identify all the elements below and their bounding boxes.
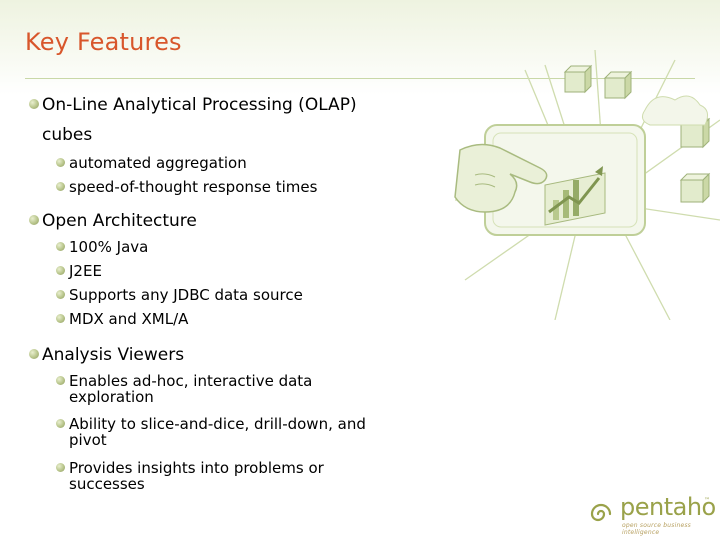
- hand-icon: [454, 143, 548, 213]
- list-item: Supports any JDBC data source: [69, 286, 303, 304]
- list-item: speed-of-thought response times: [69, 178, 318, 196]
- bullet-icon: [56, 463, 65, 472]
- bullet-icon: [56, 290, 65, 299]
- slide-title: Key Features: [25, 28, 182, 56]
- bullet-icon: [29, 99, 39, 109]
- hand-pointing-at-chart-illustration: [454, 49, 720, 320]
- bullet-icon: [29, 349, 39, 359]
- title-divider: [25, 78, 695, 79]
- bullet-icon: [56, 182, 65, 191]
- list-item: J2EE: [69, 262, 102, 280]
- list-item: Provides insights into problems or succe…: [69, 460, 389, 492]
- cube-icons: [563, 64, 711, 204]
- bullet-icon: [56, 376, 65, 385]
- list-item: 100% Java: [69, 238, 149, 256]
- list-item-line: Enables ad-hoc, interactive data: [69, 372, 313, 390]
- logo-trademark: ™: [704, 497, 710, 504]
- bullet-icon: [56, 158, 65, 167]
- bullet-icon: [29, 215, 39, 225]
- section-heading-line: cubes: [42, 125, 93, 145]
- pentaho-logo: pentaho ™ open source business intellige…: [580, 493, 716, 536]
- section-heading: On-Line Analytical Processing (OLAP) cub…: [42, 90, 402, 150]
- logo-name: pentaho: [620, 493, 716, 521]
- list-item: automated aggregation: [69, 154, 247, 172]
- section-heading-line: On-Line Analytical Processing (OLAP): [42, 95, 357, 115]
- section-heading: Analysis Viewers: [42, 345, 185, 365]
- bullet-icon: [56, 266, 65, 275]
- chart-icon: [544, 166, 606, 226]
- list-item-line: pivot: [69, 431, 107, 449]
- bullet-icon: [56, 419, 65, 428]
- list-item: MDX and XML/A: [69, 310, 189, 328]
- list-item-line: successes: [69, 475, 145, 493]
- logo-tagline: open source business intelligence: [622, 522, 691, 536]
- cloud-icon: [641, 95, 709, 126]
- section-heading: Open Architecture: [42, 211, 197, 231]
- pentaho-spiral-icon: [590, 503, 612, 522]
- title-band: [0, 0, 720, 95]
- bullet-icon: [56, 242, 65, 251]
- list-item: Enables ad-hoc, interactive data explora…: [69, 373, 389, 405]
- list-item-line: Ability to slice-and-dice, drill-down, a…: [69, 415, 366, 433]
- list-item: Ability to slice-and-dice, drill-down, a…: [69, 416, 389, 448]
- bullet-icon: [56, 314, 65, 323]
- list-item-line: exploration: [69, 388, 154, 406]
- list-item-line: Provides insights into problems or: [69, 459, 324, 477]
